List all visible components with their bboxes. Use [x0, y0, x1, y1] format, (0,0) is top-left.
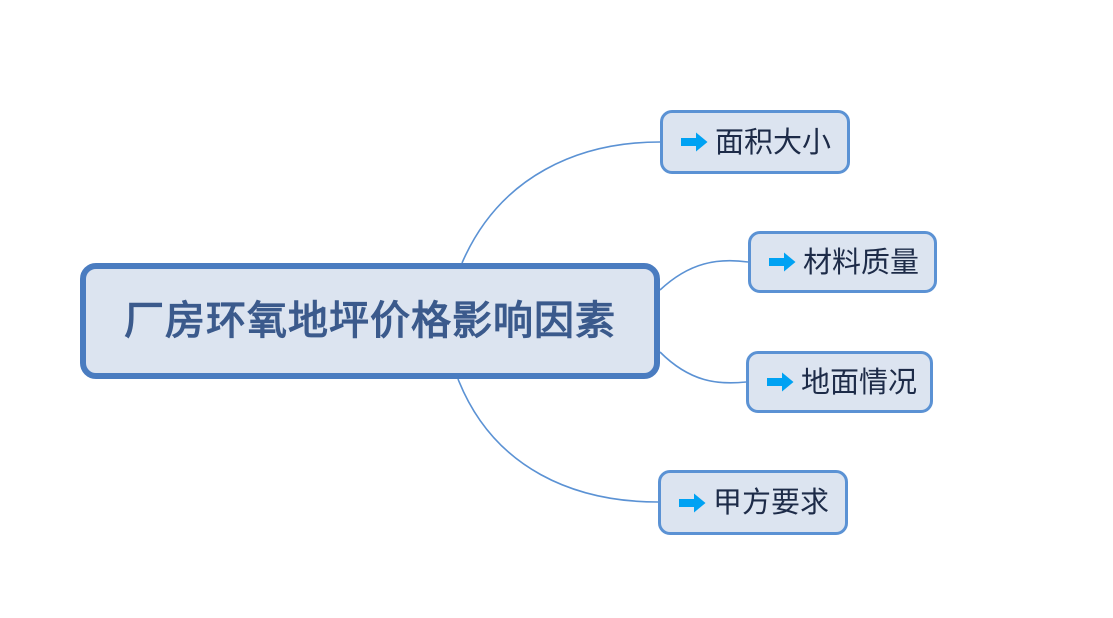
root-node[interactable]: 厂房环氧地坪价格影响因素	[80, 263, 660, 379]
connector-root-to-area	[461, 141, 661, 264]
arrow-right-icon	[767, 251, 797, 273]
connector-root-to-client	[457, 378, 659, 503]
connector-root-to-material	[659, 259, 749, 291]
branch-node-material[interactable]: 材料质量	[748, 231, 937, 293]
connector-root-to-ground	[659, 351, 747, 384]
branch-node-label: 地面情况	[801, 364, 918, 399]
root-node-label: 厂房环氧地坪价格影响因素	[124, 298, 616, 344]
branch-node-client[interactable]: 甲方要求	[658, 470, 848, 535]
branch-node-area[interactable]: 面积大小	[660, 110, 850, 174]
branch-node-label: 材料质量	[803, 244, 920, 279]
branch-node-label: 甲方要求	[713, 485, 830, 519]
arrow-right-icon	[679, 131, 709, 153]
arrow-right-icon	[677, 492, 707, 514]
branch-node-ground[interactable]: 地面情况	[746, 351, 933, 413]
arrow-right-icon	[765, 371, 795, 393]
branch-node-label: 面积大小	[715, 124, 832, 159]
